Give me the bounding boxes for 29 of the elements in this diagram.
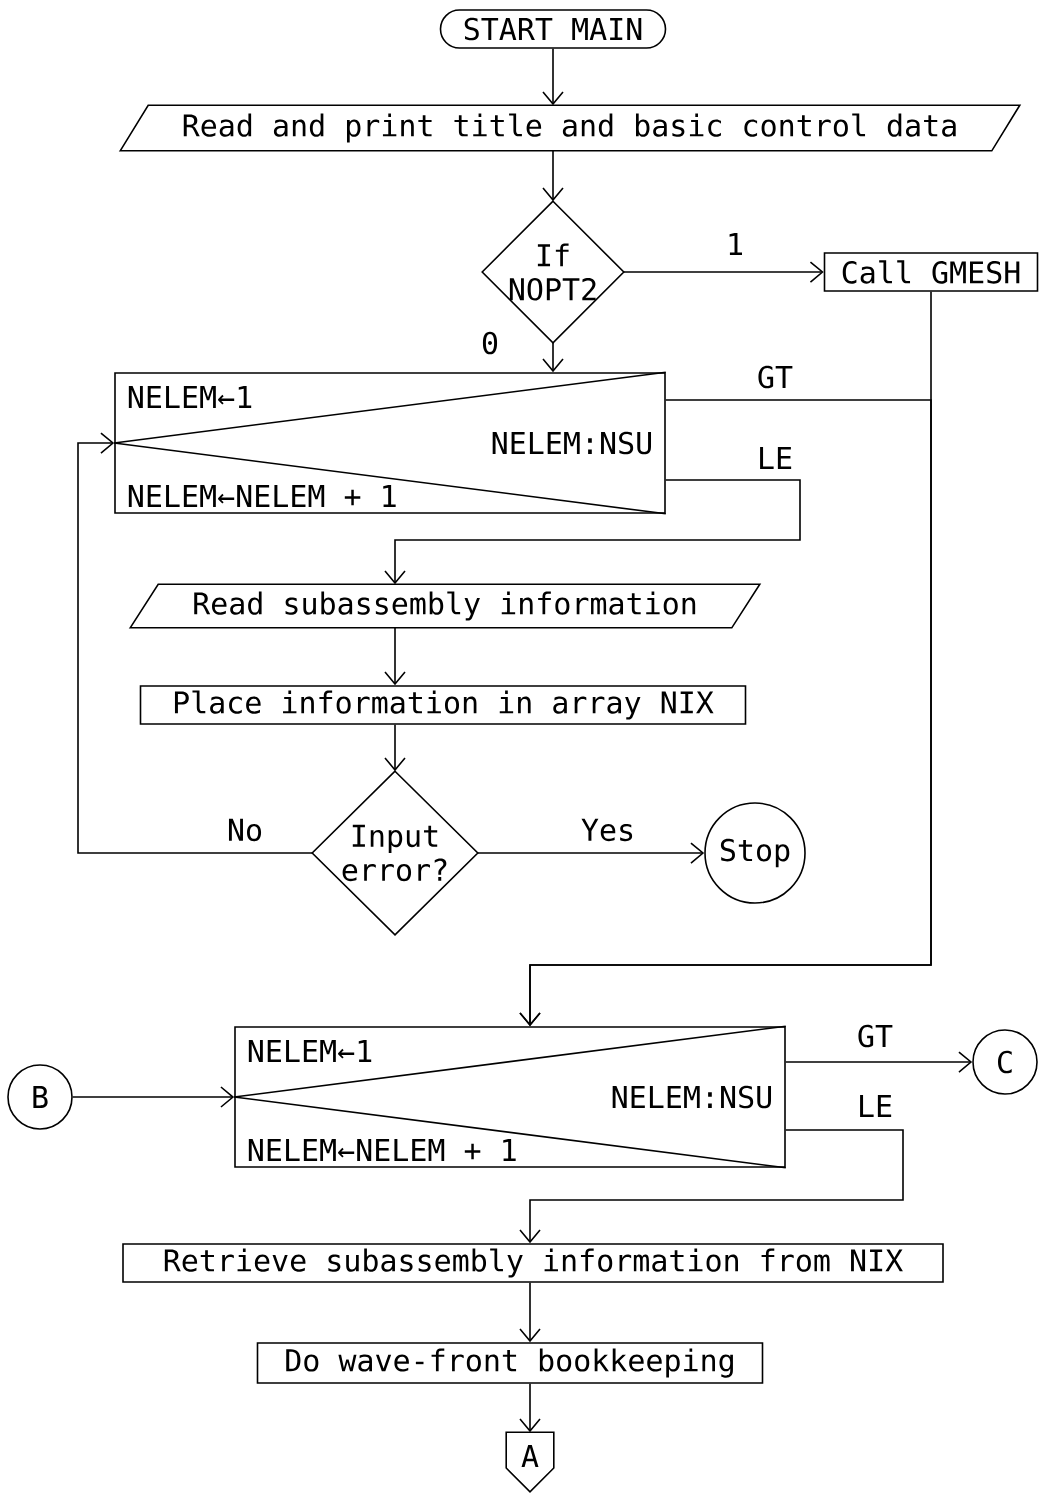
arrow — [384, 724, 406, 772]
arrow — [477, 842, 705, 864]
edge-label: LE — [755, 446, 795, 470]
arrow — [519, 1383, 541, 1433]
arrow — [519, 1129, 904, 1244]
edge-label: 1 — [724, 232, 746, 256]
arrow — [384, 479, 801, 585]
process-box: Call GMESH — [823, 252, 1039, 292]
edge-label: No — [225, 817, 265, 843]
arrow — [542, 342, 564, 373]
loop-box: NELEM←1 NELEM:NSU NELEM←NELEM + 1 — [233, 1025, 787, 1169]
arrow — [519, 1282, 541, 1343]
process-box: Place information in array NIX — [139, 685, 747, 725]
arrow — [77, 432, 313, 854]
edge-label: Yes — [579, 817, 637, 843]
arrow — [785, 1051, 973, 1073]
arrow — [542, 150, 564, 202]
arrow — [542, 48, 564, 106]
arrow — [623, 261, 824, 283]
off-page-connector: A — [505, 1431, 555, 1493]
terminal-box: START MAIN — [439, 9, 667, 49]
edge-label: GT — [755, 364, 795, 390]
edge-label: LE — [855, 1094, 895, 1118]
arrow — [72, 1086, 235, 1108]
process-box: Retrieve subassembly information from NIX — [122, 1243, 944, 1283]
loop-box: NELEM←1 NELEM:NSU NELEM←NELEM + 1 — [113, 371, 667, 515]
process-box: Do wave-front bookkeeping — [256, 1342, 764, 1384]
arrow — [384, 627, 406, 686]
edge-label: GT — [855, 1023, 895, 1049]
